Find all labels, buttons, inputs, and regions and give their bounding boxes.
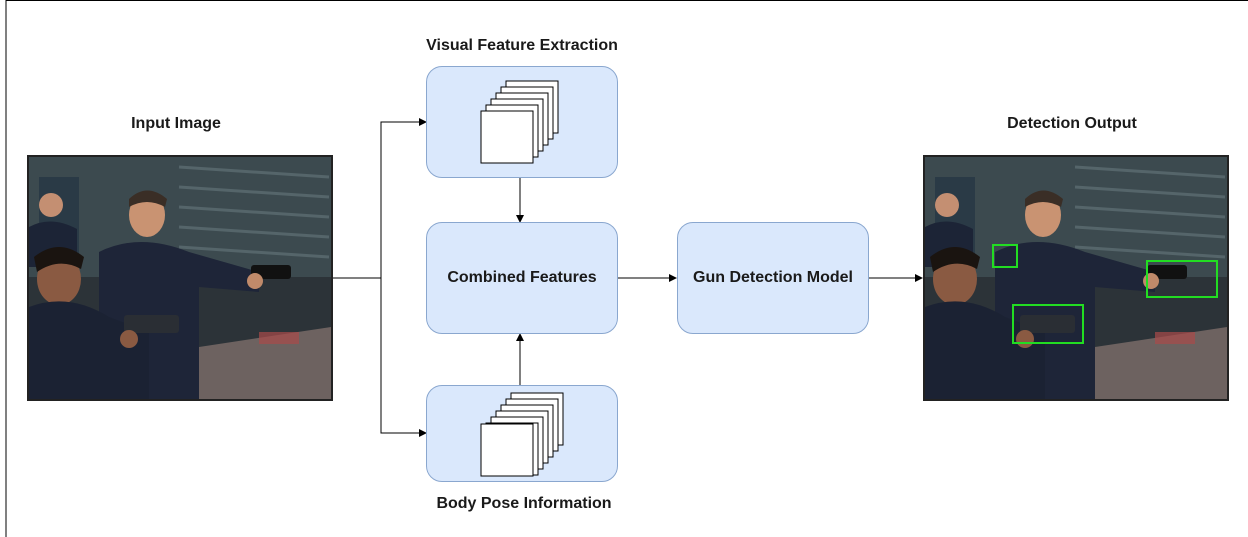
visual-feature-extraction-label: Visual Feature Extraction — [426, 37, 618, 54]
detection-output-image — [923, 155, 1229, 401]
visual-feature-extraction-node — [426, 66, 618, 178]
feature-maps-stack-icon — [480, 80, 559, 164]
detection-box-1 — [992, 244, 1018, 268]
detection-box-2 — [1146, 260, 1218, 298]
input-image-label: Input Image — [131, 115, 221, 132]
gun-detection-model-label: Gun Detection Model — [693, 269, 853, 286]
arrow-to-body-pose — [380, 278, 427, 437]
input-image — [27, 155, 333, 401]
detection-box-3 — [1012, 304, 1084, 344]
combined-features-label: Combined Features — [447, 269, 597, 286]
body-pose-information-node — [426, 385, 618, 482]
arrow-to-visual-features — [333, 118, 427, 279]
pose-maps-stack-icon — [480, 392, 564, 477]
combined-features-node: Combined Features — [426, 222, 618, 334]
body-pose-information-label: Body Pose Information — [436, 495, 612, 512]
gun-detection-model-node: Gun Detection Model — [677, 222, 869, 334]
detection-output-label: Detection Output — [1007, 115, 1137, 132]
arrow-input-to-branches — [333, 118, 427, 437]
